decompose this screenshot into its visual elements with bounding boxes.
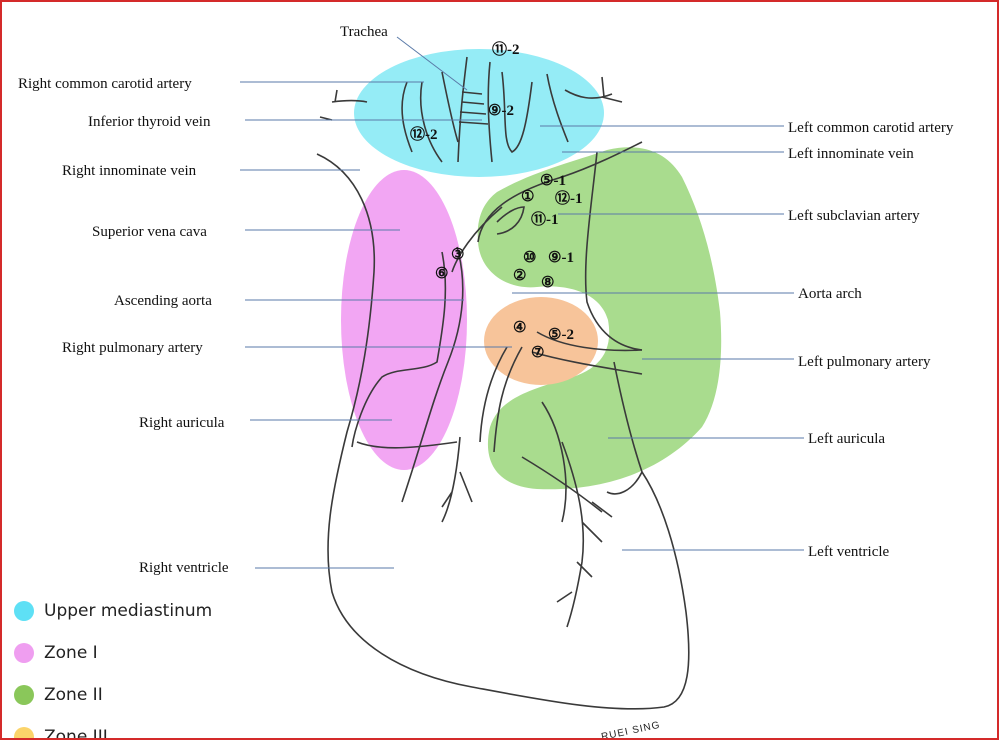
- legend-item-zone-two: Zone II: [14, 674, 254, 716]
- legend-item-zone-one: Zone I: [14, 632, 254, 674]
- label-right-ventricle: Right ventricle: [139, 560, 229, 576]
- zone-three-region: [484, 297, 598, 385]
- marker-7: ⑦: [531, 345, 544, 361]
- marker-11-1: ⑪-1: [531, 210, 559, 228]
- marker-6: ⑥: [435, 266, 448, 282]
- legend-swatch-zone-two: [14, 685, 34, 705]
- marker-12-1: ⑫-1: [555, 189, 583, 207]
- marker-5-2: ⑤-2: [548, 327, 574, 343]
- legend-swatch-upper-mediastinum: [14, 601, 34, 621]
- marker-5-1: ⑤-1: [540, 173, 566, 189]
- label-right-innominate-vein: Right innominate vein: [62, 163, 197, 179]
- zone-one-region: [341, 170, 467, 470]
- legend-label: Upper mediastinum: [44, 601, 212, 621]
- legend-swatch-zone-three: [14, 727, 34, 740]
- label-left-auricula: Left auricula: [808, 431, 885, 447]
- artist-signature: RUEI SING: [600, 720, 661, 740]
- legend-label: Zone II: [44, 685, 103, 705]
- label-left-pulmonary-artery: Left pulmonary artery: [798, 354, 931, 370]
- label-right-common-carotid-artery: Right common carotid artery: [18, 76, 192, 92]
- marker-10: ⑩: [523, 250, 536, 266]
- label-superior-vena-cava: Superior vena cava: [92, 224, 207, 240]
- label-right-pulmonary-artery: Right pulmonary artery: [62, 340, 203, 356]
- legend-label: Zone I: [44, 643, 98, 663]
- marker-11-2: ⑪-2: [492, 40, 520, 58]
- marker-12-2: ⑫-2: [410, 125, 438, 143]
- marker-3: ③: [451, 247, 464, 263]
- marker-1: ①: [521, 189, 534, 205]
- legend-item-zone-three: Zone III: [14, 716, 254, 740]
- legend-item-upper-mediastinum: Upper mediastinum: [14, 590, 254, 632]
- label-inferior-thyroid-vein: Inferior thyroid vein: [88, 114, 211, 130]
- label-trachea: Trachea: [340, 24, 388, 40]
- marker-2: ②: [513, 268, 526, 284]
- label-left-innominate-vein: Left innominate vein: [788, 146, 914, 162]
- legend: Upper mediastinum Zone I Zone II Zone II…: [14, 590, 254, 740]
- marker-9-2: ⑨-2: [488, 103, 514, 119]
- label-aorta-arch: Aorta arch: [798, 286, 862, 302]
- label-left-ventricle: Left ventricle: [808, 544, 890, 560]
- label-right-auricula: Right auricula: [139, 415, 225, 431]
- label-ascending-aorta: Ascending aorta: [114, 293, 212, 309]
- legend-label: Zone III: [44, 727, 108, 740]
- legend-swatch-zone-one: [14, 643, 34, 663]
- marker-8: ⑧: [541, 275, 554, 291]
- marker-9-1: ⑨-1: [548, 250, 574, 266]
- label-left-common-carotid-artery: Left common carotid artery: [788, 120, 954, 136]
- label-left-subclavian-artery: Left subclavian artery: [788, 208, 920, 224]
- marker-4: ④: [513, 320, 526, 336]
